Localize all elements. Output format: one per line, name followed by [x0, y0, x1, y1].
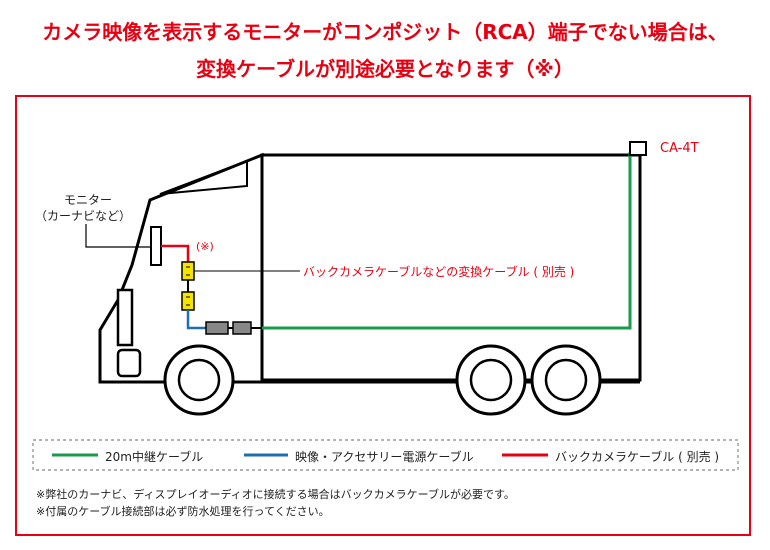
power-connector-1 — [205, 321, 229, 335]
monitor-label-line1: モニター — [63, 193, 112, 207]
note-mark: (※) — [196, 240, 214, 253]
side-mirror — [116, 288, 134, 347]
footnote-2: ※付属のケーブル接続部は必ず防水処理を行ってください。 — [36, 505, 330, 518]
legend-label-red: バックカメラケーブル ( 別売 ) — [555, 450, 720, 464]
conversion-cable-label: バックカメラケーブルなどの変換ケーブル ( 別売 ) — [303, 265, 575, 279]
power-connector-2 — [232, 321, 252, 335]
header-line-1: カメラ映像を表示するモニターがコンポジット（RCA）端子でない場合は、 — [42, 20, 728, 44]
monitor-label-line2: （カーナビなど） — [35, 209, 132, 223]
headlight — [116, 348, 142, 378]
footnote-1: ※弊社のカーナビ、ディスプレイオーディオに接続する場合はバックカメラケーブルが必… — [36, 488, 515, 501]
green-cable — [262, 152, 632, 330]
front-wheel — [163, 344, 235, 416]
rear-wheel-2 — [530, 344, 602, 416]
camera — [629, 141, 647, 156]
cab-window — [159, 159, 248, 195]
conversion-connector-upper — [181, 261, 195, 281]
blue-cable — [186, 310, 206, 330]
truck-cab — [98, 152, 264, 384]
monitor-pointer — [85, 224, 151, 248]
monitor — [150, 226, 162, 266]
rear-wheel-1 — [455, 344, 527, 416]
legend-label-green: 20m中継ケーブル — [105, 450, 204, 464]
diagram-frame — [15, 95, 751, 536]
red-cable — [161, 244, 190, 262]
camera-label: CA-4T — [660, 141, 699, 156]
conversion-connector-lower — [181, 291, 195, 311]
footnotes: ※弊社のカーナビ、ディスプレイオーディオに接続する場合はバックカメラケーブルが必… — [36, 486, 515, 520]
header-line-2: 変換ケーブルが別途必要となります（※） — [196, 57, 574, 81]
legend-label-blue: 映像・アクセサリー電源ケーブル — [295, 450, 474, 464]
header: カメラ映像を表示するモニターがコンポジット（RCA）端子でない場合は、 変換ケー… — [0, 0, 770, 90]
legend-box — [32, 439, 739, 471]
